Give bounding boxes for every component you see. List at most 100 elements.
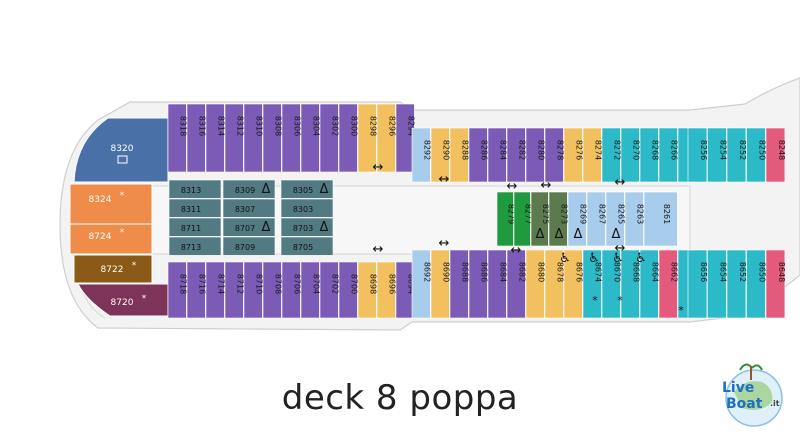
- cabin-8303[interactable]: [280, 198, 334, 218]
- cabin-8267[interactable]: [586, 191, 606, 247]
- cabin-8716[interactable]: [186, 261, 206, 319]
- cabin-8682[interactable]: [506, 249, 526, 319]
- cabin-8656[interactable]: [687, 249, 708, 319]
- cabin-8269[interactable]: [567, 191, 587, 247]
- cabin-8272[interactable]: [601, 127, 621, 183]
- cabin-8311[interactable]: [168, 198, 222, 218]
- cabin-8261[interactable]: [643, 191, 678, 247]
- cabin-8302[interactable]: [319, 103, 339, 173]
- cabin-8662[interactable]: [658, 249, 678, 319]
- cabin-8282[interactable]: [506, 127, 526, 183]
- cabin-8276[interactable]: [563, 127, 583, 183]
- cabin-8708[interactable]: [262, 261, 282, 319]
- cabin-8690[interactable]: [430, 249, 450, 319]
- cabin-8712[interactable]: [224, 261, 244, 319]
- cabin-8252[interactable]: [726, 127, 747, 183]
- cabin-8298[interactable]: [357, 103, 377, 173]
- cabin-8279[interactable]: [496, 191, 514, 247]
- cabin-8696[interactable]: [376, 261, 396, 319]
- cabin-8252-label: 8252: [738, 140, 747, 160]
- cabin-8307[interactable]: [222, 198, 276, 218]
- cabin-8270[interactable]: [620, 127, 640, 183]
- cabin-8700[interactable]: [338, 261, 358, 319]
- connect-arrows-0-icon: ↔: [373, 160, 384, 175]
- cabin-8277[interactable]: [513, 191, 531, 247]
- cabin-8674[interactable]: [582, 249, 602, 319]
- cabin-8714[interactable]: [205, 261, 225, 319]
- cabin-8650[interactable]: [746, 249, 766, 319]
- cabin-8280[interactable]: [525, 127, 545, 183]
- cabin-8668[interactable]: [620, 249, 640, 319]
- cabin-8268[interactable]: [639, 127, 659, 183]
- cabin-8694-label: 8694: [407, 274, 416, 294]
- suite-8722-star: *: [132, 261, 137, 271]
- suite-8320-shape[interactable]: [73, 117, 169, 183]
- cabin-8292[interactable]: [411, 127, 431, 183]
- cabin-8686[interactable]: [468, 249, 488, 319]
- suite-8720-shape[interactable]: [77, 283, 169, 317]
- cabin-8688[interactable]: [449, 249, 469, 319]
- cabin-8308[interactable]: [262, 103, 282, 173]
- cabin-8682-label: 8682: [518, 262, 527, 282]
- cabin-8306[interactable]: [281, 103, 301, 173]
- cabin-8286[interactable]: [468, 127, 488, 183]
- star-mark-0-icon: *: [592, 294, 598, 307]
- cabin-8288[interactable]: [449, 127, 469, 183]
- suite-8720-label: 8720: [111, 298, 134, 308]
- cabin-8652[interactable]: [726, 249, 747, 319]
- cabin-8718[interactable]: [167, 261, 187, 319]
- cabin-8692[interactable]: [411, 249, 431, 319]
- cabin-8664[interactable]: [639, 249, 659, 319]
- connect-arrows-6-icon: ↔: [439, 236, 450, 251]
- cabin-8275[interactable]: [530, 191, 549, 247]
- cabin-8654[interactable]: [707, 249, 727, 319]
- cabin-8704[interactable]: [300, 261, 320, 319]
- cabin-8318[interactable]: [167, 103, 187, 173]
- cabin-8698[interactable]: [357, 261, 377, 319]
- cabin-8250[interactable]: [746, 127, 766, 183]
- cabin-8248[interactable]: [765, 127, 786, 183]
- cabin-8312[interactable]: [224, 103, 244, 173]
- cabin-8309[interactable]: [222, 179, 276, 199]
- cabin-8256[interactable]: [687, 127, 708, 183]
- cabin-8265[interactable]: [605, 191, 625, 247]
- cabin-8276-label: 8276: [575, 140, 584, 160]
- cabin-8670[interactable]: [601, 249, 621, 319]
- cabin-8678[interactable]: [544, 249, 564, 319]
- cabin-8273[interactable]: [548, 191, 568, 247]
- cabin-8266[interactable]: [658, 127, 678, 183]
- cabin-8709[interactable]: [222, 236, 276, 256]
- cabin-8710[interactable]: [243, 261, 263, 319]
- cabin-8263[interactable]: [624, 191, 644, 247]
- cabin-8254[interactable]: [707, 127, 727, 183]
- cabin-8294[interactable]: [395, 103, 415, 173]
- cabin-8274[interactable]: [582, 127, 602, 183]
- cabin-8314[interactable]: [205, 103, 225, 173]
- cabin-8648[interactable]: [765, 249, 786, 319]
- cabin-8296[interactable]: [376, 103, 396, 173]
- cabin-8703[interactable]: [280, 217, 334, 237]
- cabin-8300[interactable]: [338, 103, 358, 173]
- cabin-8676[interactable]: [563, 249, 583, 319]
- cabin-8680[interactable]: [525, 249, 545, 319]
- suite-8320-label: 8320: [111, 144, 134, 154]
- cabin-8713[interactable]: [168, 236, 222, 256]
- cabin-8284[interactable]: [487, 127, 507, 183]
- cabin-8316[interactable]: [186, 103, 206, 173]
- cabin-8310[interactable]: [243, 103, 263, 173]
- cabin-8705[interactable]: [280, 236, 334, 256]
- suite-8324-shape[interactable]: [69, 183, 153, 225]
- cabin-8702[interactable]: [319, 261, 339, 319]
- suite-8724-shape[interactable]: [69, 223, 153, 255]
- cabin-8290[interactable]: [430, 127, 450, 183]
- cabin-8278[interactable]: [544, 127, 564, 183]
- cabin-8304[interactable]: [300, 103, 320, 173]
- cabin-8684[interactable]: [487, 249, 507, 319]
- cabin-8313[interactable]: [168, 179, 222, 199]
- cabin-8706[interactable]: [281, 261, 301, 319]
- cabin-8305[interactable]: [280, 179, 334, 199]
- cabin-8713-label: 8713: [181, 243, 201, 252]
- suite-8722-shape[interactable]: [73, 254, 153, 284]
- cabin-8707[interactable]: [222, 217, 276, 237]
- cabin-8711[interactable]: [168, 217, 222, 237]
